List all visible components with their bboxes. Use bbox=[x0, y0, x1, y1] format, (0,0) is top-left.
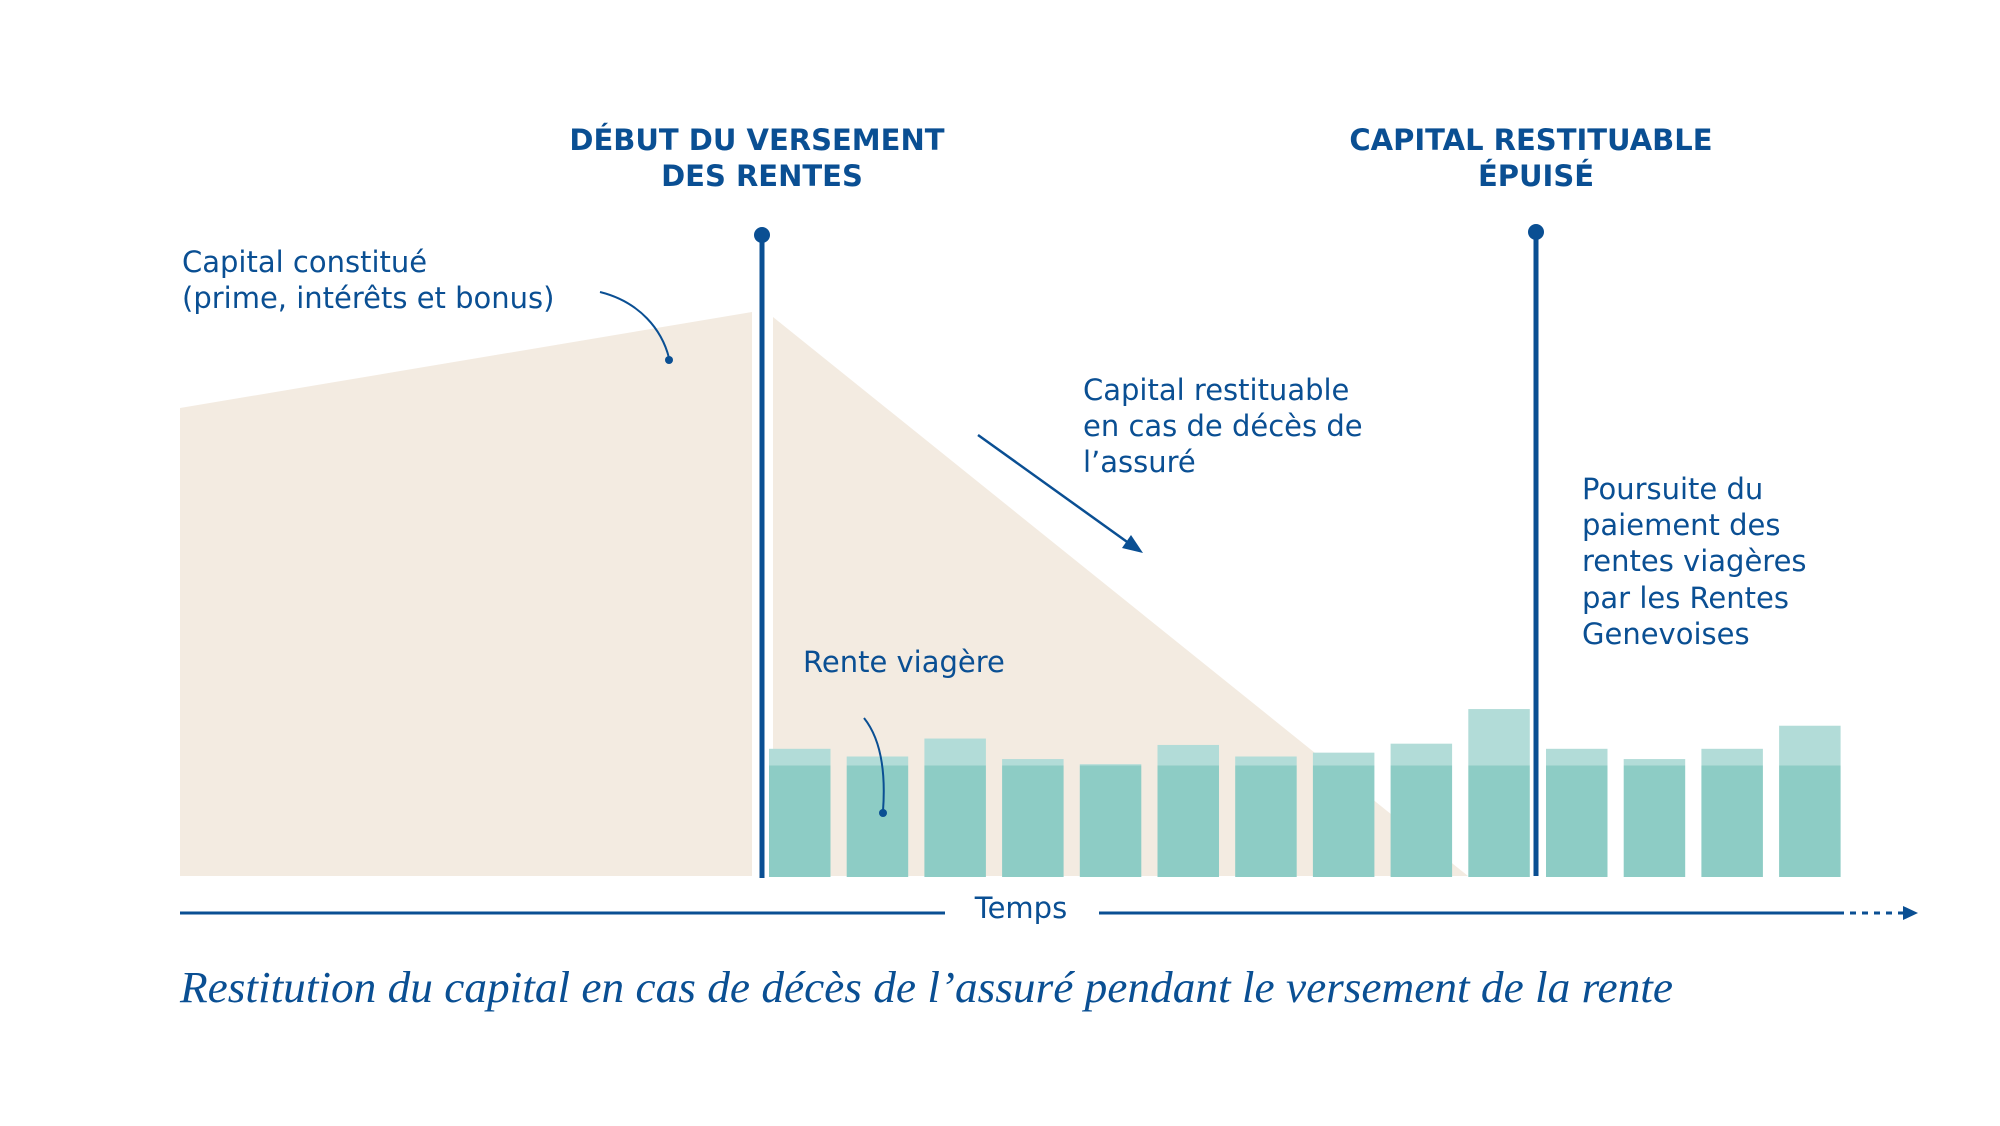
capital-restituable-arrow bbox=[977, 433, 1143, 553]
bar-base bbox=[1779, 765, 1841, 877]
caption: Restitution du capital en cas de décès d… bbox=[179, 963, 1673, 1012]
capital-constitue-pointer bbox=[599, 291, 673, 364]
bar-base bbox=[1546, 765, 1608, 877]
bar-extra bbox=[1701, 748, 1763, 766]
bar-base bbox=[1079, 765, 1142, 877]
rente-bars bbox=[769, 709, 1841, 877]
bar-extra bbox=[1312, 752, 1375, 766]
bar-extra bbox=[1157, 744, 1219, 766]
end-marker bbox=[1528, 224, 1544, 876]
bar-base bbox=[1002, 765, 1064, 877]
bar-extra bbox=[924, 738, 986, 766]
bar-extra bbox=[1002, 759, 1064, 766]
bar-extra bbox=[1235, 756, 1297, 766]
bar-base bbox=[846, 765, 909, 877]
bar-extra bbox=[1468, 709, 1530, 766]
time-axis: Temps bbox=[180, 891, 1918, 925]
bar-extra bbox=[1079, 764, 1142, 766]
label-capital-restituable: Capital restituable en cas de décès de l… bbox=[1083, 373, 1372, 479]
label-rente-viagere: Rente viagère bbox=[803, 645, 1005, 679]
bar-extra bbox=[1390, 743, 1453, 766]
capital-constitue-area bbox=[180, 312, 752, 876]
capital-restituable-area bbox=[773, 317, 1468, 876]
heading-debut-versement: DÉBUT DU VERSEMENT DES RENTES bbox=[569, 123, 954, 193]
heading-capital-epuise: CAPITAL RESTITUABLE ÉPUISÉ bbox=[1349, 123, 1722, 193]
bar-base bbox=[924, 765, 986, 877]
bar-base bbox=[769, 765, 831, 877]
bar-extra bbox=[1546, 748, 1608, 766]
bar-base bbox=[1235, 765, 1297, 877]
label-capital-constitue: Capital constitué (prime, intérêts et bo… bbox=[182, 245, 554, 315]
bar-base bbox=[1312, 765, 1375, 877]
bar-base bbox=[1701, 765, 1763, 877]
axis-label: Temps bbox=[974, 891, 1067, 925]
label-poursuite: Poursuite du paiement des rentes viagère… bbox=[1582, 472, 1816, 651]
bar-extra bbox=[1623, 759, 1686, 766]
rente-viagere-pointer bbox=[863, 717, 887, 817]
bar-base bbox=[1623, 765, 1686, 877]
bar-base bbox=[1390, 765, 1453, 877]
bar-extra bbox=[1779, 725, 1841, 766]
bar-extra bbox=[846, 756, 909, 766]
start-marker bbox=[754, 227, 770, 878]
bar-base bbox=[1468, 765, 1530, 877]
bar-extra bbox=[769, 748, 831, 766]
bar-base bbox=[1157, 765, 1219, 877]
